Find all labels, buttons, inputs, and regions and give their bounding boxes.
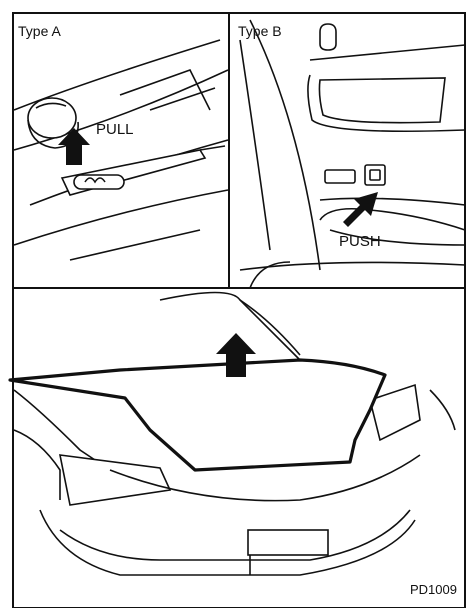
- type-a-illustration: [14, 40, 228, 260]
- trunk-lid: [10, 360, 385, 470]
- callout-pull: PULL: [96, 121, 134, 138]
- panel-title-type-a: Type A: [18, 23, 61, 39]
- outer-border: [13, 13, 465, 608]
- callout-push: PUSH: [339, 233, 381, 250]
- panel-title-type-b: Type B: [238, 23, 282, 39]
- figure-code: PD1009: [410, 582, 457, 597]
